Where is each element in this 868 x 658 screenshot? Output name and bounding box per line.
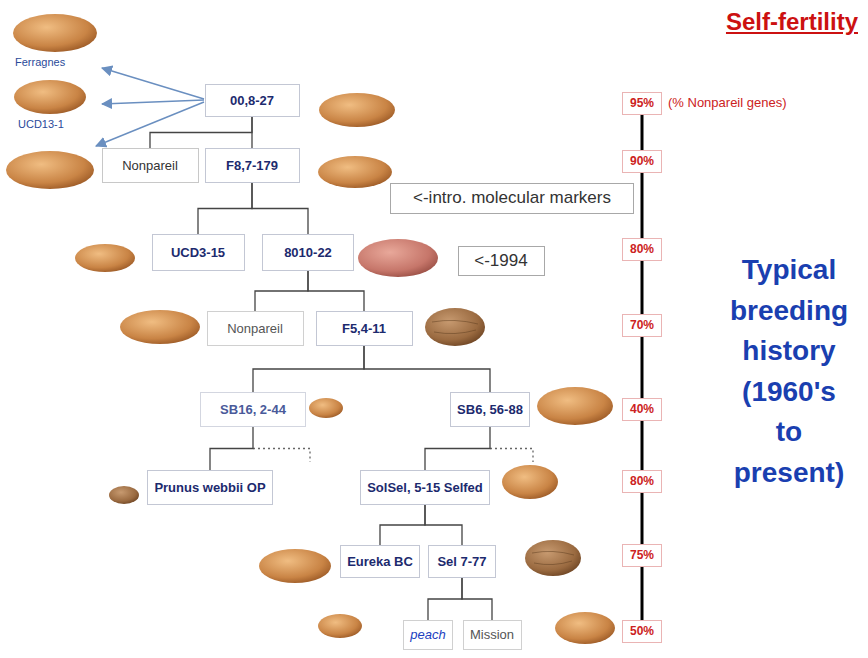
timeline-line (641, 337, 644, 398)
almond-image (120, 310, 200, 344)
node-text: SB16, 2-44 (220, 402, 286, 418)
pedigree-line (428, 578, 462, 620)
node-text: 95% (630, 96, 654, 110)
callout-box: <-1994 (458, 246, 545, 276)
node-text: F8,7-179 (226, 158, 278, 174)
almond-image (259, 549, 331, 583)
almond-image (555, 612, 615, 644)
timeline-line (641, 261, 644, 314)
timeline-line (641, 173, 644, 238)
percent-box: 50% (622, 620, 662, 643)
percent-box: 40% (622, 398, 662, 421)
node-text: UCD3-15 (171, 245, 225, 261)
pedigree-line (308, 271, 364, 311)
cultivar-label: Ferragnes (15, 56, 65, 69)
pedigree-line (198, 183, 252, 234)
cultivar-box: SB6, 56-88 (450, 392, 530, 427)
percent-box: 90% (622, 150, 662, 173)
almond-image (318, 156, 392, 188)
dotted-branch (253, 449, 533, 463)
almond-image (318, 614, 362, 638)
cultivar-box: F5,4-11 (316, 311, 413, 346)
cultivar-box: F8,7-179 (205, 148, 300, 183)
pedigree-line (252, 183, 308, 234)
pedigree-line (425, 427, 490, 470)
almond-image (425, 308, 485, 346)
percent-box: 95% (622, 92, 662, 115)
pedigree-line (253, 346, 364, 392)
node-text: 40% (630, 402, 654, 416)
node-text: Nonpareil (122, 158, 178, 174)
cultivar-box: Mission (463, 620, 522, 650)
node-text: 75% (630, 548, 654, 562)
cultivar-box: peach (403, 620, 453, 650)
node-text: 00,8-27 (230, 93, 274, 109)
side-heading: Typical breeding history (1960's to pres… (729, 250, 849, 494)
pedigree-line (462, 578, 492, 620)
cultivar-box: SB16, 2-44 (200, 392, 306, 427)
node-text: Mission (470, 627, 514, 643)
percent-box: 80% (622, 470, 662, 493)
percent-box: 70% (622, 314, 662, 337)
cultivar-box: 00,8-27 (205, 84, 300, 117)
almond-image (537, 387, 613, 425)
pedigree-line (425, 505, 462, 545)
almond-image (319, 93, 395, 127)
almond-image (75, 244, 135, 272)
pedigree-line (210, 427, 253, 470)
percent-box: 75% (622, 544, 662, 567)
node-text: 50% (630, 624, 654, 638)
node-text: F5,4-11 (342, 321, 386, 337)
node-text: Nonpareil (227, 321, 283, 337)
node-text: SolSel, 5-15 Selfed (367, 480, 483, 496)
almond-image (6, 151, 94, 189)
almond-image (13, 14, 97, 52)
timeline-line (641, 493, 644, 544)
timeline-line (641, 421, 644, 470)
node-text: 70% (630, 318, 654, 332)
timeline-line (641, 567, 644, 620)
pedigree-line (251, 117, 252, 148)
cultivar-box: SolSel, 5-15 Selfed (360, 470, 490, 505)
pedigree-line (364, 346, 490, 392)
cultivar-box: Sel 7-77 (428, 545, 496, 578)
callout-box: <-intro. molecular markers (390, 183, 634, 214)
chart-title: Self-fertility (726, 8, 858, 37)
cultivar-label: UCD13-1 (18, 118, 64, 131)
node-text: <-intro. molecular markers (413, 188, 611, 208)
node-text: 80% (630, 242, 654, 256)
almond-wrinkles (432, 320, 574, 564)
node-text: 80% (630, 474, 654, 488)
pedigree-line (380, 505, 425, 545)
node-text: Eureka BC (347, 554, 413, 570)
cultivar-box: Nonpareil (207, 311, 304, 346)
node-text: Sel 7-77 (437, 554, 486, 570)
node-text: peach (410, 627, 445, 643)
node-text: SB6, 56-88 (457, 402, 523, 418)
node-text: Prunus webbii OP (154, 480, 265, 496)
almond-image (525, 540, 581, 576)
pedigree-line (255, 271, 308, 311)
timeline-line (641, 115, 644, 150)
almond-image (109, 486, 139, 504)
almond-image (309, 398, 343, 418)
node-text: <-1994 (474, 251, 527, 271)
cultivar-box: 8010-22 (262, 234, 354, 271)
almond-image (358, 239, 438, 277)
almond-image (14, 80, 86, 114)
connector-group (150, 115, 642, 620)
axis-note: (% Nonpareil genes) (668, 95, 787, 111)
cultivar-box: Nonpareil (102, 148, 199, 183)
cultivar-box: Eureka BC (340, 545, 420, 578)
percent-box: 80% (622, 238, 662, 261)
node-text: 90% (630, 154, 654, 168)
pedigree-line (150, 117, 252, 148)
node-text: 8010-22 (284, 245, 332, 261)
almond-image (502, 465, 558, 499)
cultivar-box: Prunus webbii OP (147, 470, 273, 505)
cultivar-box: UCD3-15 (152, 234, 245, 271)
